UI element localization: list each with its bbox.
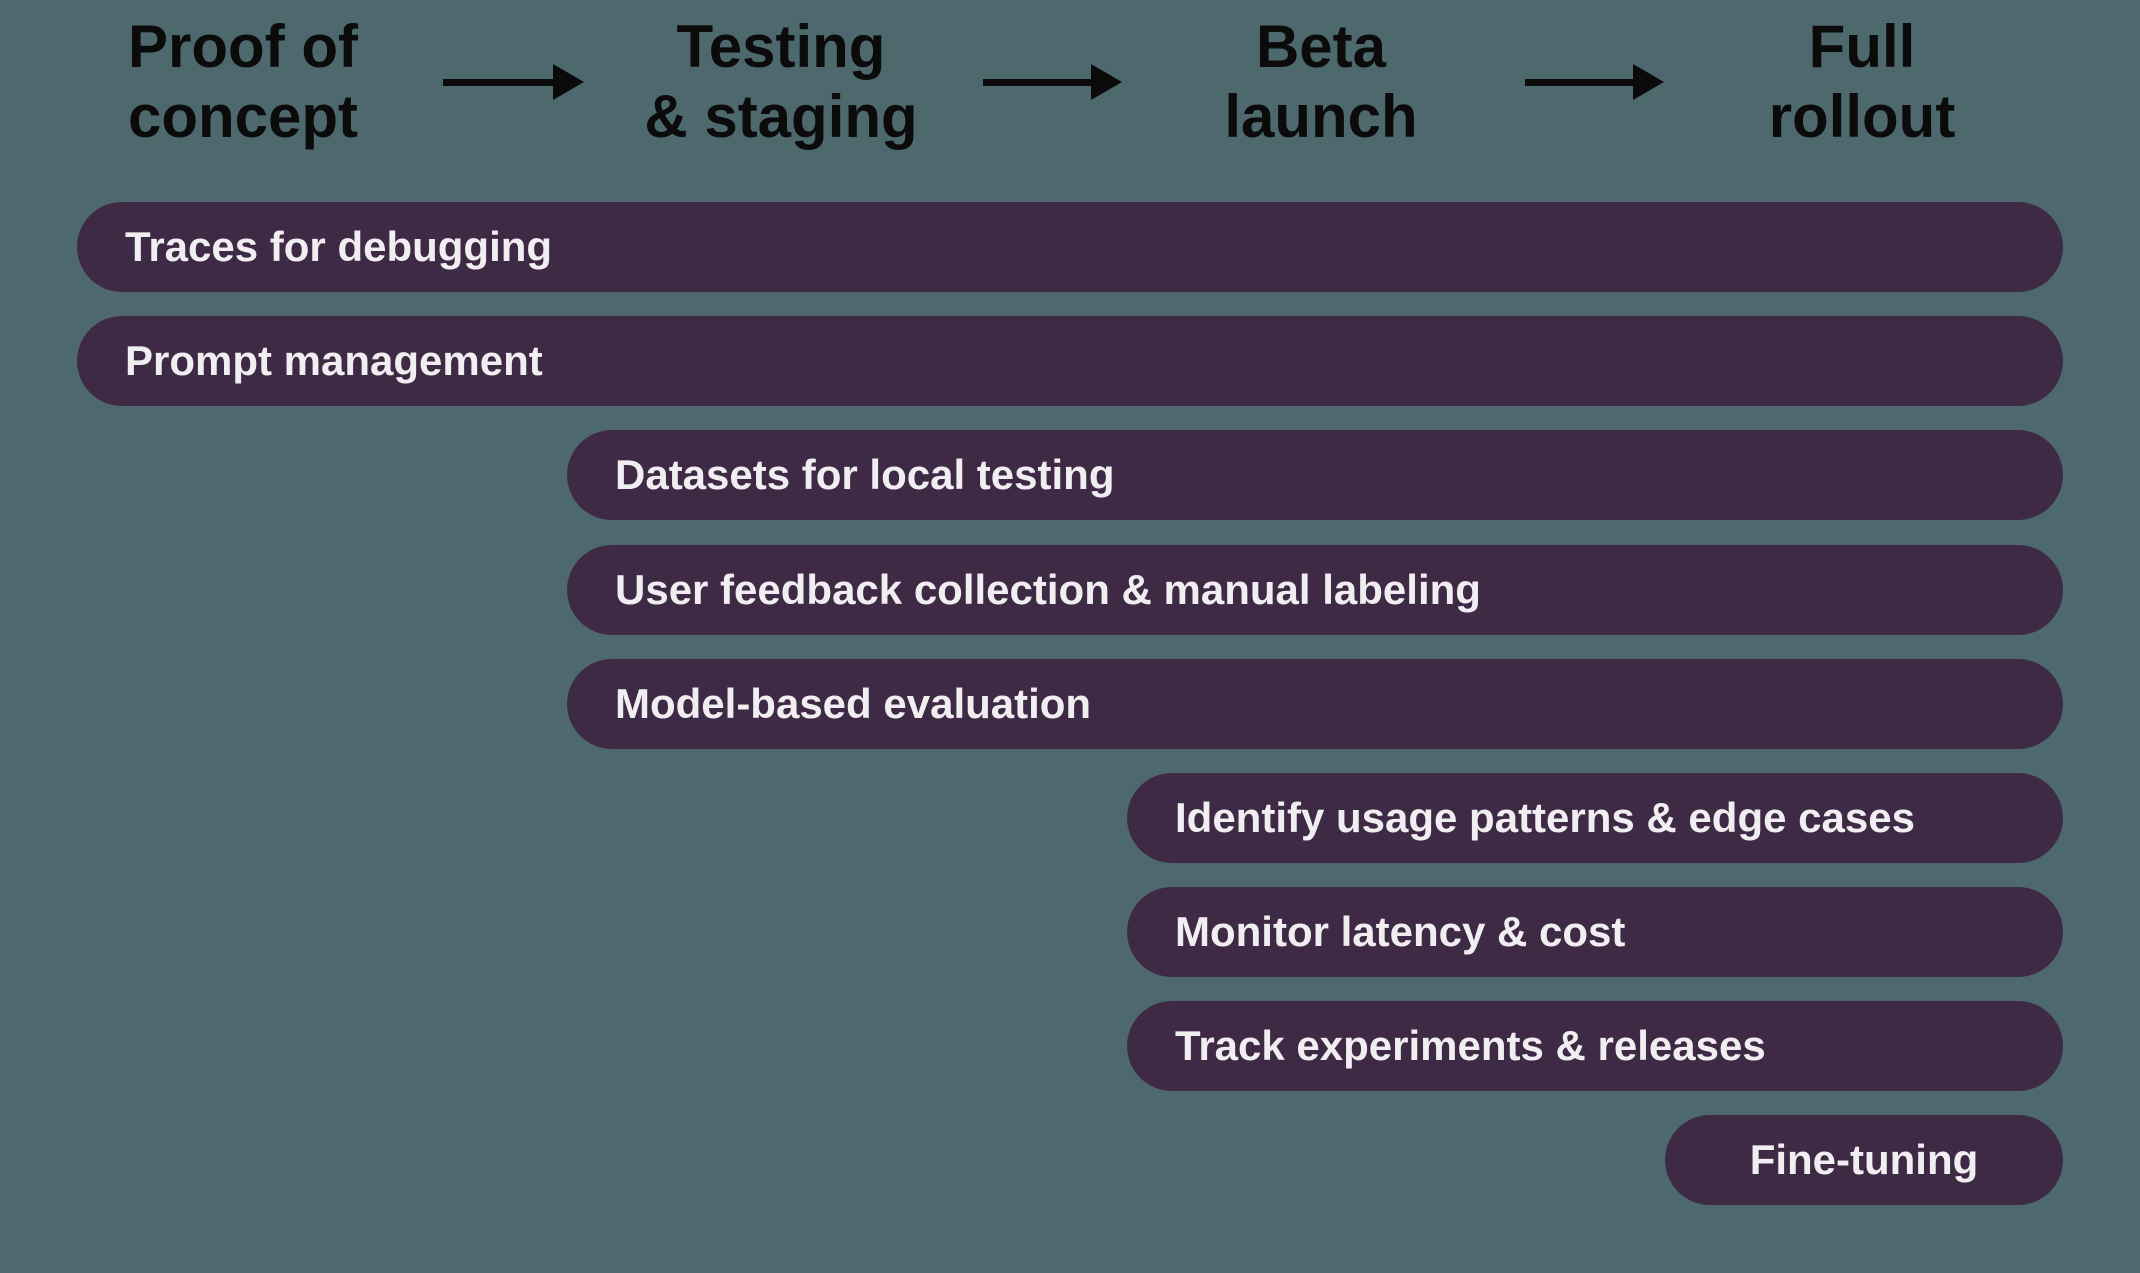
stage-label-line: rollout <box>1768 83 1956 150</box>
bar-identify-usage-patterns-edge-cases: Identify usage patterns & edge cases <box>1127 773 2063 863</box>
bar-label: Monitor latency & cost <box>1175 908 1626 955</box>
stage-beta-launch: Beta launch <box>1224 12 1417 152</box>
bar-traces-for-debugging: Traces for debugging <box>77 202 2063 292</box>
stage-label-line: Proof of <box>128 13 358 80</box>
bar-model-based-evaluation: Model-based evaluation <box>567 659 2063 749</box>
right-arrow-icon <box>1525 64 1664 100</box>
bar-prompt-management: Prompt management <box>77 316 2063 406</box>
bar-label: Traces for debugging <box>125 223 553 270</box>
bar-datasets-for-local-testing: Datasets for local testing <box>567 430 2063 520</box>
bar-user-feedback-collection-manual-labeling: User feedback collection & manual labeli… <box>567 545 2063 635</box>
bar-label: Track experiments & releases <box>1175 1022 1766 1069</box>
bar-fine-tuning: Fine-tuning <box>1665 1115 2063 1205</box>
bar-label: Fine-tuning <box>1749 1136 1979 1183</box>
stage-full-rollout: Full rollout <box>1769 12 1956 152</box>
right-arrow-icon <box>983 64 1122 100</box>
stage-label-line: & staging <box>644 83 918 150</box>
stage-testing-staging: Testing & staging <box>644 12 917 152</box>
stage-label-line: Testing <box>676 13 886 80</box>
bar-monitor-latency-cost: Monitor latency & cost <box>1127 887 2063 977</box>
stage-label-line: Full <box>1808 13 1916 80</box>
bar-label: Model-based evaluation <box>615 680 1092 727</box>
stage-label-line: launch <box>1224 83 1418 150</box>
bar-label: Datasets for local testing <box>615 451 1115 498</box>
stage-label-line: Beta <box>1255 13 1387 80</box>
stage-proof-of-concept: Proof of concept <box>128 12 358 152</box>
bar-label: Identify usage patterns & edge cases <box>1175 794 1915 841</box>
bar-label: Prompt management <box>125 337 543 384</box>
bar-label: User feedback collection & manual labeli… <box>615 566 1481 613</box>
stage-label-line: concept <box>127 83 359 150</box>
right-arrow-icon <box>443 64 584 100</box>
bar-track-experiments-releases: Track experiments & releases <box>1127 1001 2063 1091</box>
